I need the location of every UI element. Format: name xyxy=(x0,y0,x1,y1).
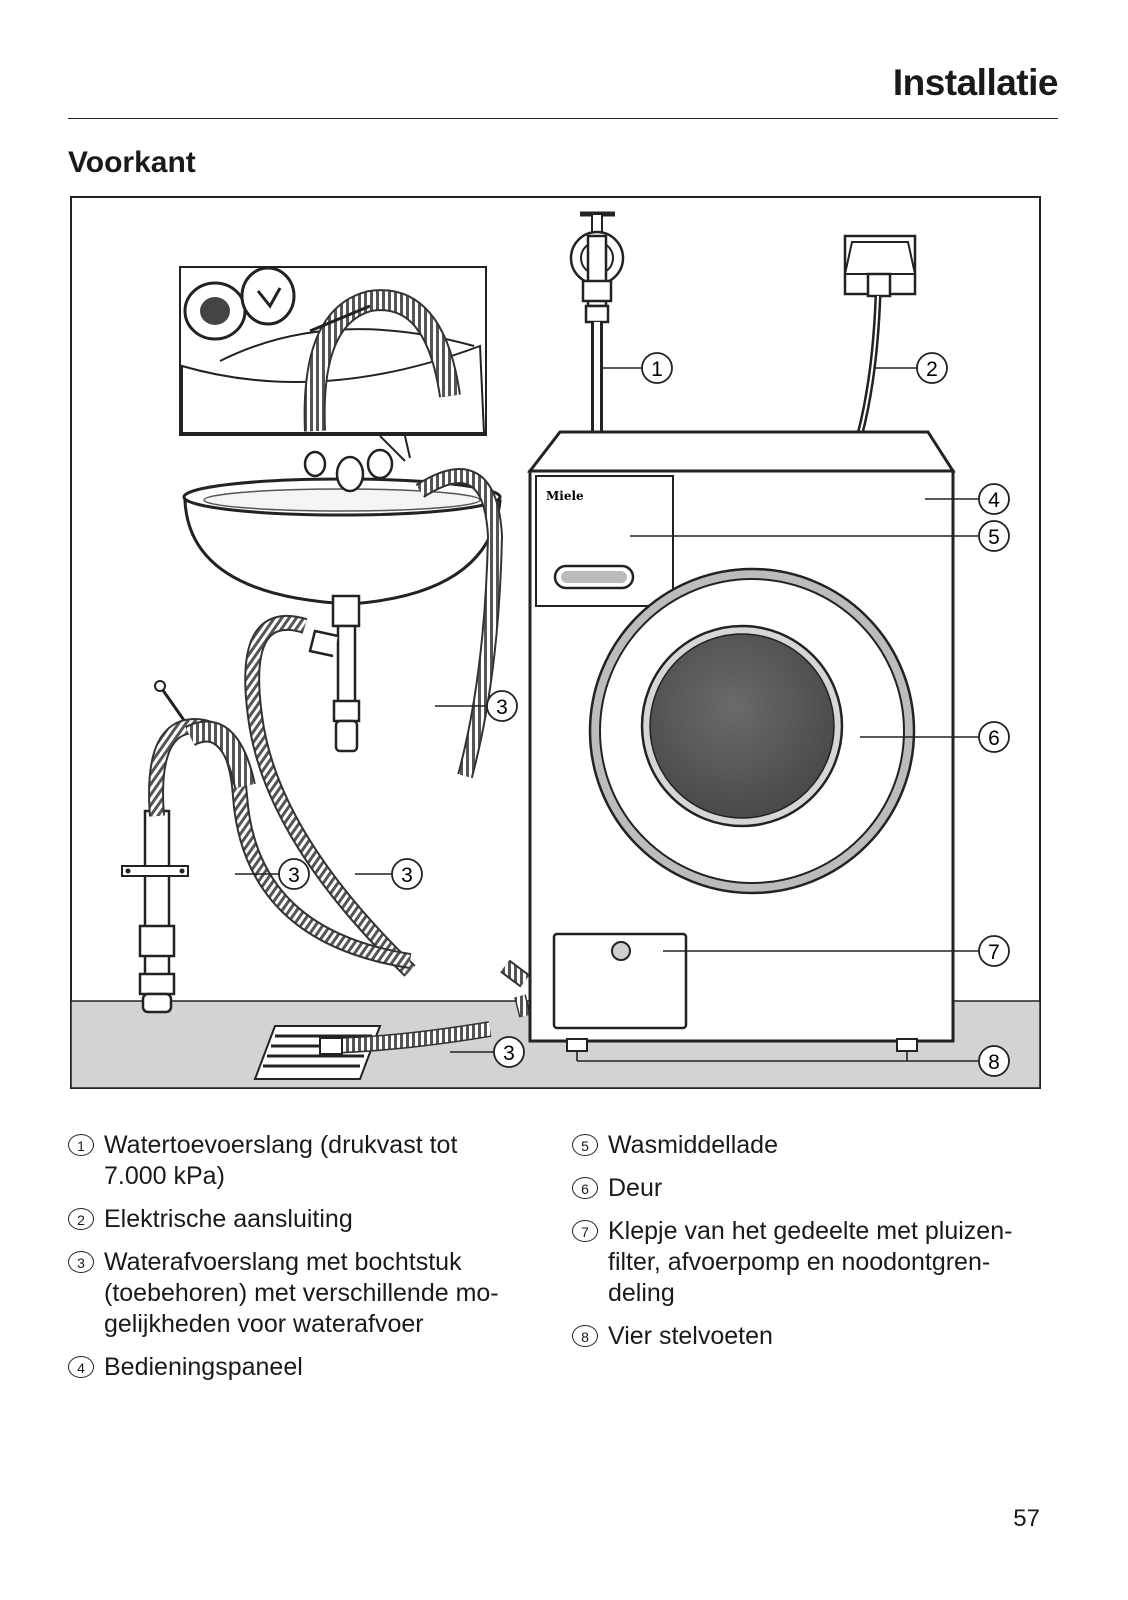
legend-number: 8 xyxy=(572,1325,598,1347)
legend-item: 8 Vier stelvoeten xyxy=(572,1321,1062,1352)
legend-number: 7 xyxy=(572,1220,598,1242)
legend-item: 7 Klepje van het gedeelte met pluizen- f… xyxy=(572,1216,1062,1309)
legend-text: Deur xyxy=(608,1174,663,1202)
standpipe xyxy=(121,680,190,1014)
callout-8: 8 xyxy=(978,1045,1010,1077)
svg-text:3: 3 xyxy=(288,864,300,887)
legend-number: 1 xyxy=(68,1134,94,1156)
legend-text: Bedieningspaneel xyxy=(104,1353,303,1381)
legend-text: Klepje van het gedeelte met pluizen- fil… xyxy=(608,1217,1013,1307)
callout-3-floor: 3 xyxy=(493,1036,525,1068)
svg-text:1: 1 xyxy=(651,358,663,381)
callout-2: 2 xyxy=(916,352,948,384)
legend-number: 4 xyxy=(68,1356,94,1378)
callout-7: 7 xyxy=(978,935,1010,967)
legend-item: 2 Elektrische aansluiting xyxy=(68,1204,538,1235)
installation-figure: Miele 1 2 xyxy=(70,196,1042,1090)
section-title: Voorkant xyxy=(68,146,196,179)
brand-logo: Miele xyxy=(546,489,584,503)
callout-5: 5 xyxy=(978,520,1010,552)
page-number: 57 xyxy=(1013,1505,1040,1532)
legend-left-column: 1 Watertoevoerslang (drukvast tot 7.000 … xyxy=(68,1130,538,1395)
legend-item: 5 Wasmiddellade xyxy=(572,1130,1062,1161)
legend-number: 3 xyxy=(68,1251,94,1273)
water-tap-icon xyxy=(569,211,625,324)
legend-item: 4 Bedieningspaneel xyxy=(68,1352,538,1383)
header-divider xyxy=(68,118,1058,119)
callout-3-loose: 3 xyxy=(391,858,423,890)
legend-right-column: 5 Wasmiddellade 6 Deur 7 Klepje van het … xyxy=(572,1130,1062,1364)
svg-text:4: 4 xyxy=(988,489,1000,512)
svg-text:8: 8 xyxy=(988,1051,1000,1074)
legend-text: Wasmiddellade xyxy=(608,1131,778,1159)
legend-number: 2 xyxy=(68,1208,94,1230)
legend-number: 5 xyxy=(572,1134,598,1156)
power-socket-icon xyxy=(843,234,917,298)
callout-3-sink: 3 xyxy=(486,690,518,722)
legend-text: Watertoevoerslang (drukvast tot 7.000 kP… xyxy=(104,1131,458,1190)
svg-text:6: 6 xyxy=(988,727,1000,750)
callout-6: 6 xyxy=(978,721,1010,753)
legend-item: 3 Waterafvoerslang met bochtstuk (toebeh… xyxy=(68,1247,538,1340)
callout-3-standpipe: 3 xyxy=(278,858,310,890)
legend-item: 1 Watertoevoerslang (drukvast tot 7.000 … xyxy=(68,1130,538,1192)
svg-text:3: 3 xyxy=(503,1042,515,1065)
legend-text: Waterafvoerslang met bochtstuk (toebehor… xyxy=(104,1248,499,1338)
callout-4: 4 xyxy=(978,483,1010,515)
callout-1: 1 xyxy=(641,352,673,384)
sink-detail-inset xyxy=(179,266,487,436)
legend-item: 6 Deur xyxy=(572,1173,1062,1204)
svg-text:3: 3 xyxy=(401,864,413,887)
svg-text:2: 2 xyxy=(926,358,938,381)
legend-number: 6 xyxy=(572,1177,598,1199)
washing-machine: Miele xyxy=(526,430,956,1052)
floor-drain-icon xyxy=(253,1025,382,1080)
legend-text: Vier stelvoeten xyxy=(608,1322,773,1350)
svg-text:5: 5 xyxy=(988,526,1000,549)
svg-text:7: 7 xyxy=(988,941,1000,964)
legend-text: Elektrische aansluiting xyxy=(104,1205,353,1233)
page-header-title: Installatie xyxy=(892,62,1059,103)
svg-text:3: 3 xyxy=(496,696,508,719)
sink-basin xyxy=(182,448,502,753)
